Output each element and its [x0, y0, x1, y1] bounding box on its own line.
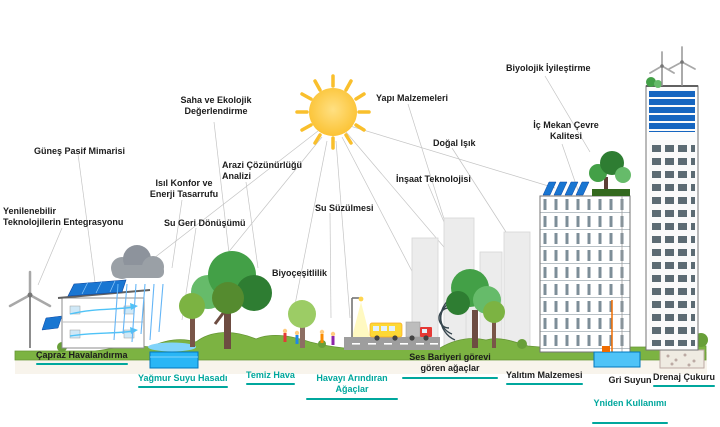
label-gunes-pasif-mimarisi: Güneş Pasif Mimarisi: [34, 146, 126, 156]
rain: [113, 283, 164, 343]
label-yenilenebilir-teknolojiler: Yenilenebilir Teknolojilerin Entegrasyon…: [3, 206, 124, 228]
label-insaat-teknolojisi: İnşaat Teknolojisi: [396, 174, 471, 184]
connector-lines: [37, 75, 591, 321]
label-yalitim-malzemesi: Yalıtım Malzemesi: [506, 370, 583, 385]
label-yapi-malzemeleri: Yapı Malzemeleri: [376, 93, 449, 103]
rain-cloud-icon: [111, 245, 164, 343]
road: [344, 337, 440, 350]
trees-center: [179, 251, 316, 349]
label-su-geri-donusumu: Su Geri Dönüşümü: [164, 218, 246, 228]
label-su-suzulmesi: Su Süzülmesi: [315, 203, 374, 213]
solar-panel-icon: [67, 279, 127, 297]
label-arazi-cozunurlugu-analizi: Arazi Çözünürlüğü Analizi: [222, 160, 302, 182]
solar-array-icon: [41, 315, 63, 331]
label-biyolojik-iyilestirme: Biyolojik İyileştirme: [506, 63, 591, 73]
wind-turbine-icon: [8, 270, 52, 348]
airflow-arrows-icon: [69, 303, 138, 337]
rooftop-solar-panels: [542, 181, 590, 196]
street-lamp-icon: [351, 296, 370, 337]
label-dogal-isik: Doğal Işık: [433, 138, 476, 148]
label-ses-bariyeri-agaclar: Ses Bariyeri görevi gören ağaçlar: [402, 352, 498, 379]
label-isil-konfor-enerji-tasarrufu: Isıl Konfor ve Enerji Tasarrufu: [149, 178, 219, 200]
passive-house: [41, 279, 151, 349]
wind-turbine-icon-right: [649, 46, 696, 86]
sun-icon: [295, 74, 371, 150]
label-gri-suyun-line2: Yniden Kullanımı: [593, 397, 667, 408]
pond: [148, 342, 196, 352]
label-havayi-arindiran-agaclar: Havayı Arındıran Ağaçlar: [306, 373, 398, 400]
label-gri-suyun-line1: Gri Suyun: [608, 375, 652, 386]
label-gri-suyun-yeniden-kullanimi: Gri Suyun Yniden Kullanımı: [592, 364, 668, 424]
bus-icon: [369, 322, 403, 341]
green-building: [539, 151, 631, 353]
truck-icon: [405, 321, 432, 341]
label-capraz-havalandirma: Çapraz Havalandırma: [36, 350, 128, 365]
rainwater-tank-icon: [149, 351, 199, 369]
label-yagmur-suyu-hasadi: Yağmur Suyu Hasadı: [138, 373, 228, 388]
label-biyocesitlilik: Biyoçeşitlilik: [272, 268, 328, 278]
skyscraper: [645, 77, 699, 351]
label-ic-mekan-cevre-kalitesi: İç Mekan Çevre Kalitesi: [533, 120, 599, 142]
label-saha-ekolojik-degerlendirme: Saha ve Ekolojik Değerlendirme: [180, 95, 252, 117]
label-drenaj-cukuru: Drenaj Çukuru: [653, 372, 715, 387]
trees-right: [446, 269, 505, 348]
facade-solar-panels: [649, 90, 695, 132]
people: [282, 328, 336, 345]
green-roof: [589, 151, 631, 196]
label-temiz-hava: Temiz Hava: [246, 370, 295, 385]
